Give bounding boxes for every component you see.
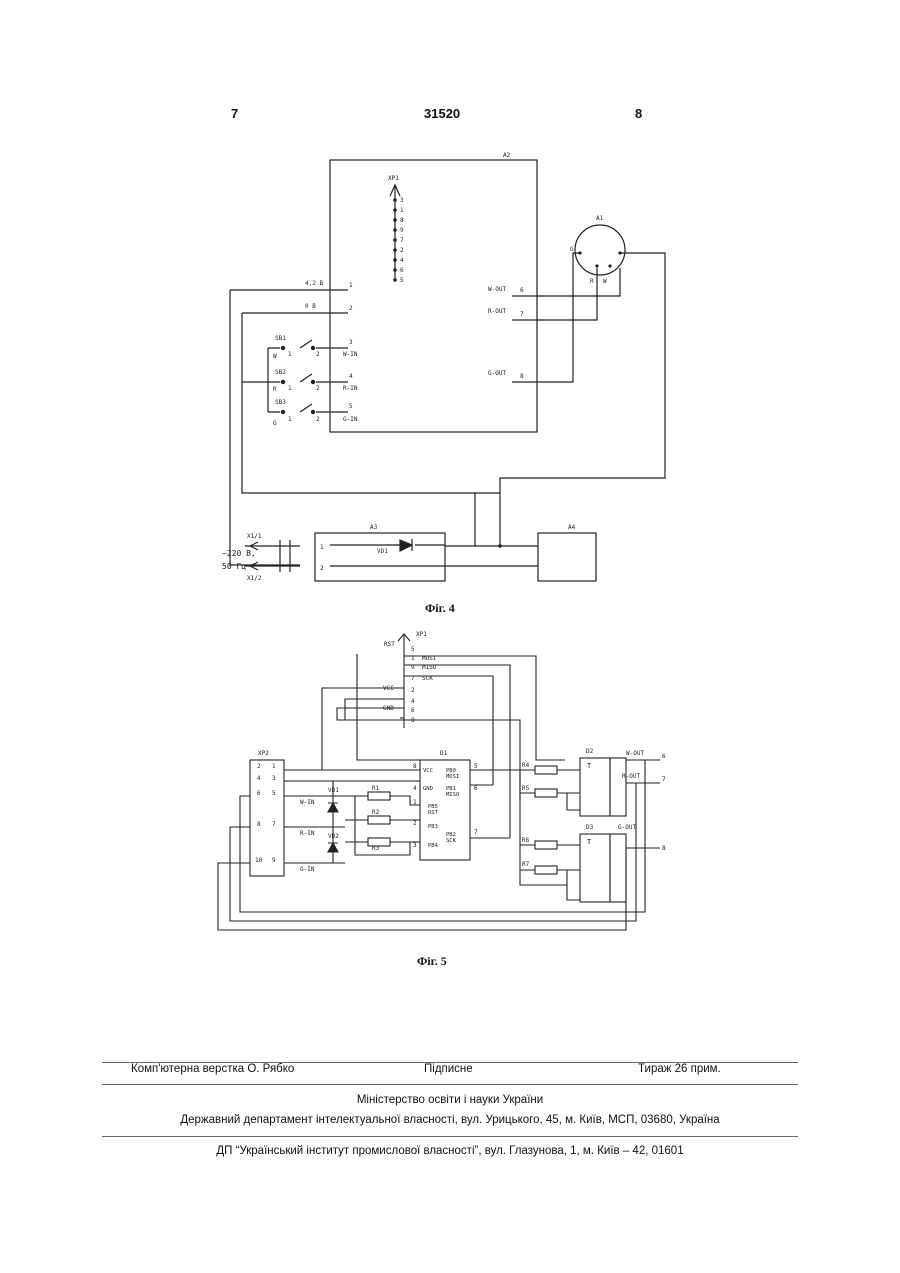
fig5-outputs: W-OUT 6 R-OUT 7 G-OUT 8 bbox=[618, 750, 666, 852]
svg-text:4: 4 bbox=[411, 698, 415, 705]
footer-institute: ДП “Український інститут промислової вла… bbox=[0, 1145, 900, 1157]
svg-text:GND: GND bbox=[423, 786, 433, 792]
svg-text:2: 2 bbox=[411, 687, 415, 694]
fig5-mcu-pin-labels: VCC GND PB5 PB3 PB4 PB0 MOSI PB1 MISO RS… bbox=[423, 768, 459, 849]
fig5-vd2: VD2 bbox=[328, 833, 339, 840]
vd2-diode-icon bbox=[328, 843, 338, 852]
fig5-xp2-pins: 2 1 4 3 6 5 8 7 10 9 bbox=[255, 763, 276, 864]
vd1-diode-icon bbox=[328, 803, 338, 812]
svg-text:8: 8 bbox=[413, 763, 417, 770]
svg-text:9: 9 bbox=[272, 857, 276, 864]
svg-text:8: 8 bbox=[257, 821, 261, 828]
svg-text:MOSI: MOSI bbox=[446, 774, 459, 780]
fig5-xp1-arrow bbox=[398, 634, 410, 728]
fig5-rst-label: RST bbox=[384, 641, 395, 648]
svg-text:SCK: SCK bbox=[446, 838, 457, 844]
footer-rule-bottom bbox=[102, 1136, 798, 1137]
footer-ministry: Міністерство освіти і науки України bbox=[0, 1094, 900, 1106]
footer-department: Державний департамент інтелектуальної вл… bbox=[0, 1114, 900, 1126]
svg-text:VCC: VCC bbox=[423, 768, 433, 774]
svg-text:R5: R5 bbox=[522, 785, 530, 792]
svg-text:R2: R2 bbox=[372, 809, 380, 816]
fig5-xp2-label: XP2 bbox=[258, 750, 269, 757]
fig5-input-labels: W-IN R-IN G-IN bbox=[300, 799, 315, 873]
footer-signed: Підписне bbox=[424, 1063, 473, 1075]
fig5-d3-label: D3 bbox=[586, 824, 594, 831]
svg-text:R6: R6 bbox=[522, 837, 530, 844]
svg-text:6: 6 bbox=[662, 753, 666, 760]
svg-text:R4: R4 bbox=[522, 762, 530, 769]
svg-text:PB4: PB4 bbox=[428, 843, 439, 849]
svg-text:R7: R7 bbox=[522, 861, 530, 868]
svg-text:R3: R3 bbox=[372, 845, 380, 852]
footer-rule-middle bbox=[102, 1084, 798, 1085]
svg-text:PB3: PB3 bbox=[428, 824, 438, 830]
svg-text:RST: RST bbox=[428, 810, 439, 816]
fig5-input-resistors: R1 R2 R3 bbox=[345, 785, 420, 855]
svg-text:R1: R1 bbox=[372, 785, 380, 792]
fig5-xp1-pins: 5 1MOSI 9MISO 7SCK 2VCC 4 6GND 8 bbox=[383, 646, 437, 724]
svg-text:4: 4 bbox=[257, 775, 261, 782]
svg-text:2: 2 bbox=[257, 763, 261, 770]
svg-text:7: 7 bbox=[662, 776, 666, 783]
figure-5-caption: Фіг. 5 bbox=[417, 954, 447, 969]
svg-text:7: 7 bbox=[272, 821, 276, 828]
svg-text:5: 5 bbox=[474, 763, 478, 770]
svg-text:MISO: MISO bbox=[446, 792, 459, 798]
fig5-d3-sym: T bbox=[587, 838, 592, 846]
fig5-d1-label: D1 bbox=[440, 750, 448, 757]
svg-text:1: 1 bbox=[413, 799, 417, 806]
fig5-trigger-d2 bbox=[580, 758, 610, 816]
svg-text:3: 3 bbox=[272, 775, 276, 782]
svg-text:6: 6 bbox=[257, 790, 261, 797]
svg-text:G-OUT: G-OUT bbox=[618, 824, 636, 831]
svg-text:4: 4 bbox=[413, 785, 417, 792]
fig5-xp1-label: XP1 bbox=[416, 631, 427, 638]
fig5-d2-label: D2 bbox=[586, 748, 594, 755]
svg-text:3: 3 bbox=[413, 842, 417, 849]
footer-copies: Тираж 26 прим. bbox=[638, 1063, 721, 1075]
svg-text:2: 2 bbox=[413, 820, 417, 827]
svg-text:6: 6 bbox=[411, 707, 415, 714]
svg-text:7: 7 bbox=[474, 829, 478, 836]
svg-text:1: 1 bbox=[272, 763, 276, 770]
fig5-trigger-d3 bbox=[580, 834, 610, 902]
svg-text:10: 10 bbox=[255, 857, 263, 864]
svg-text:W-IN: W-IN bbox=[300, 799, 315, 806]
svg-text:W-OUT: W-OUT bbox=[626, 750, 644, 757]
fig5-vd1: VD1 bbox=[328, 787, 339, 794]
svg-text:R-OUT: R-OUT bbox=[622, 773, 640, 780]
svg-text:8: 8 bbox=[662, 845, 666, 852]
svg-text:5: 5 bbox=[411, 646, 415, 653]
svg-text:5: 5 bbox=[272, 790, 276, 797]
fig5-output-resistors: R4 R5 R6 R7 bbox=[520, 762, 580, 900]
svg-text:G-IN: G-IN bbox=[300, 866, 315, 873]
footer-layout-by: Комп'ютерна верстка О. Рябко bbox=[131, 1063, 294, 1075]
fig5-d2-sym: T bbox=[587, 762, 592, 770]
svg-text:R-IN: R-IN bbox=[300, 830, 315, 837]
svg-text:6: 6 bbox=[474, 785, 478, 792]
